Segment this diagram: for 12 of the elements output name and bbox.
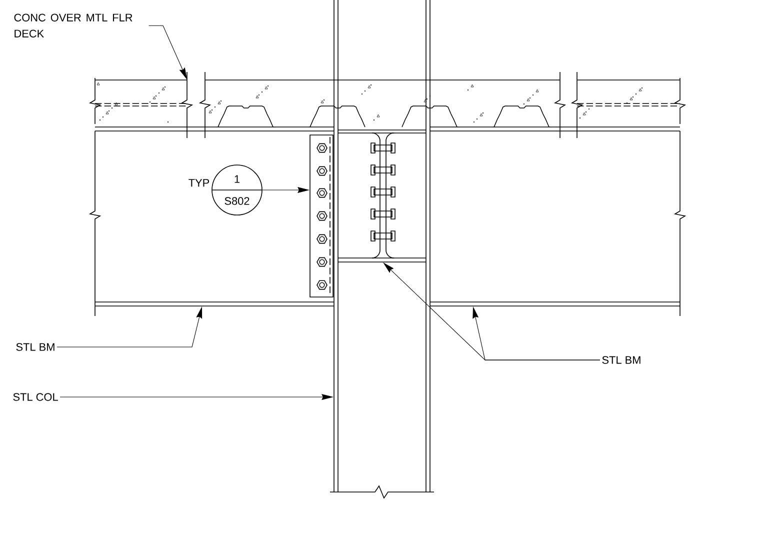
callout-text: STL COL bbox=[13, 393, 58, 401]
steel-column-drawing bbox=[330, 0, 434, 499]
callout-text: STL BM bbox=[602, 356, 640, 364]
steel-beam-drawing bbox=[338, 130, 426, 262]
shear-plate-drawing bbox=[310, 134, 334, 298]
steel-beam-drawing bbox=[88, 126, 334, 316]
callout-text: STL BM bbox=[16, 343, 54, 351]
callout-text: CONC OVER MTL FLR DECK bbox=[14, 14, 132, 38]
concrete-deck-drawing bbox=[88, 72, 686, 138]
callout-note: TYP bbox=[188, 179, 210, 187]
steel-beam-drawing bbox=[430, 126, 686, 316]
detail-callout: 1 S802 bbox=[212, 164, 262, 216]
